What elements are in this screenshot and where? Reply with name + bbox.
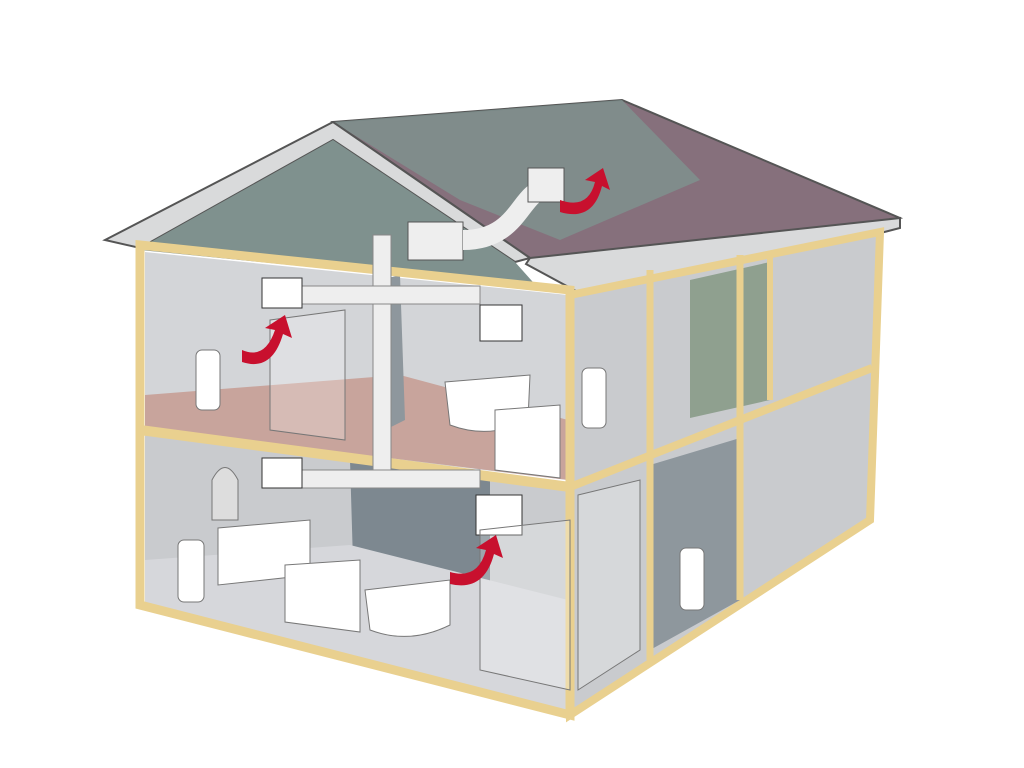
shower-cabin-upper <box>269 309 346 441</box>
ventilation-ducts <box>261 167 565 536</box>
house-side <box>566 227 885 723</box>
upper-vent-left <box>261 277 303 309</box>
roof-vent-cap <box>527 167 565 203</box>
toilet-lower-side <box>679 547 705 611</box>
window-arched <box>211 467 239 521</box>
upper-horizontal-duct <box>289 285 481 305</box>
roof-rear-slope <box>333 100 700 240</box>
bathtub-lower <box>364 579 451 637</box>
lower-vent-left <box>261 457 303 489</box>
fixtures <box>177 309 705 691</box>
airflow-arrows <box>242 168 610 586</box>
upper-vent-right <box>479 304 523 342</box>
airflow-arrow-roof <box>560 168 610 215</box>
main-fan-unit <box>407 221 464 261</box>
side-room-green <box>690 262 770 418</box>
shower-cabin-side <box>577 479 641 691</box>
airflow-arrow-lower <box>450 535 503 586</box>
toilet-upper-right <box>581 367 607 429</box>
sink-cabinet <box>494 404 561 479</box>
lower-horizontal-duct <box>289 469 481 489</box>
toilet-lower-left <box>177 539 205 603</box>
front-floor-beam <box>139 425 571 492</box>
airflow-arrow-upper <box>242 315 292 365</box>
front-frame <box>135 240 575 721</box>
toilet-upper-left <box>195 349 221 411</box>
vertical-duct <box>372 234 392 476</box>
side-room-dark <box>650 438 740 650</box>
bath-tub-block <box>284 559 361 633</box>
side-floor-beam <box>568 364 874 491</box>
shower-cabin-lower <box>479 519 571 691</box>
